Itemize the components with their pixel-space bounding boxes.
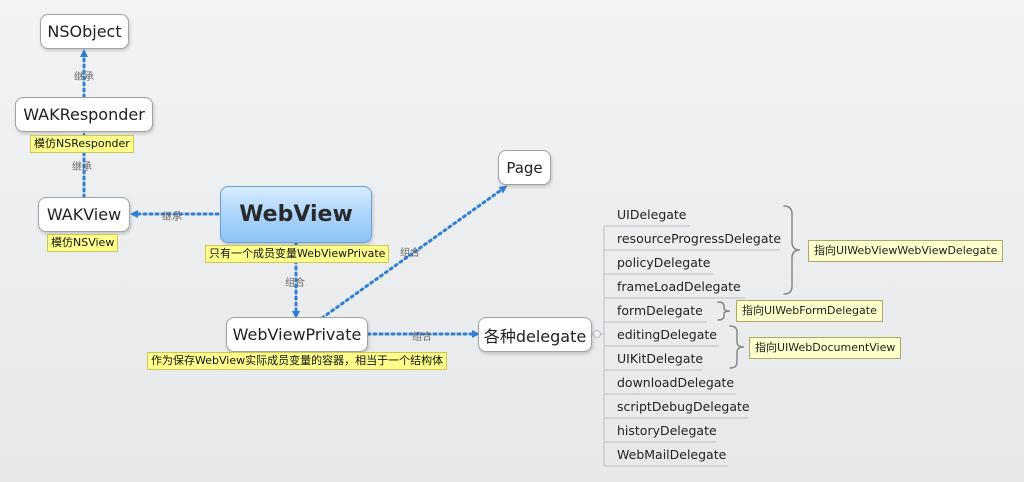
label-inherit-wakview: 继承 [72,162,92,173]
brace-note-webdocumentview: 指向UIWebDocumentView [749,337,902,359]
label-inherit-webview: 继承 [162,212,182,223]
node-delegates[interactable]: 各种delegate [478,317,592,352]
edge-webviewprivate-page [320,185,508,320]
label-inherit-responder: 继承 [74,72,94,83]
brace-webdocumentview [729,325,745,369]
note-wakview: 模仿NSView [47,234,119,252]
delegate-item[interactable]: scriptDebugDelegate [617,399,750,414]
delegate-item[interactable]: WebMailDelegate [617,447,727,462]
delegate-item[interactable]: policyDelegate [617,255,711,270]
node-wakresponder[interactable]: WAKResponder [15,97,153,132]
node-wakview[interactable]: WAKView [38,197,130,232]
label-compose-private: 组合 [285,278,305,289]
brace-webformdelegate [717,301,731,321]
delegate-item[interactable]: historyDelegate [617,423,717,438]
delegate-item[interactable]: downloadDelegate [617,375,735,390]
label-compose-page: 组合 [400,248,420,259]
delegate-item[interactable]: frameLoadDelegate [617,279,741,294]
label-compose-delegates: 组合 [412,332,432,343]
brace-note-webformdelegate: 指向UIWebFormDelegate [736,300,883,322]
delegate-item[interactable]: editingDelegate [617,327,717,342]
node-page[interactable]: Page [498,150,551,185]
node-webview[interactable]: WebView [220,186,372,243]
node-webviewprivate[interactable]: WebViewPrivate [226,317,368,352]
note-wakresponder: 模仿NSResponder [30,135,134,153]
delegate-item[interactable]: UIKitDelegate [617,351,704,366]
brace-webviewdelegate [783,205,801,295]
delegate-item[interactable]: formDelegate [617,303,703,318]
node-nsobject[interactable]: NSObject [40,14,129,49]
note-webview: 只有一个成员变量WebViewPrivate [205,245,390,263]
note-webviewprivate: 作为保存WebView实际成员变量的容器，相当于一个结构体 [147,352,448,370]
brace-note-webviewdelegate: 指向UIWebViewWebViewDelegate [808,240,1004,262]
delegate-item[interactable]: UIDelegate [617,207,687,222]
delegate-item[interactable]: resourceProgressDelegate [617,231,782,246]
